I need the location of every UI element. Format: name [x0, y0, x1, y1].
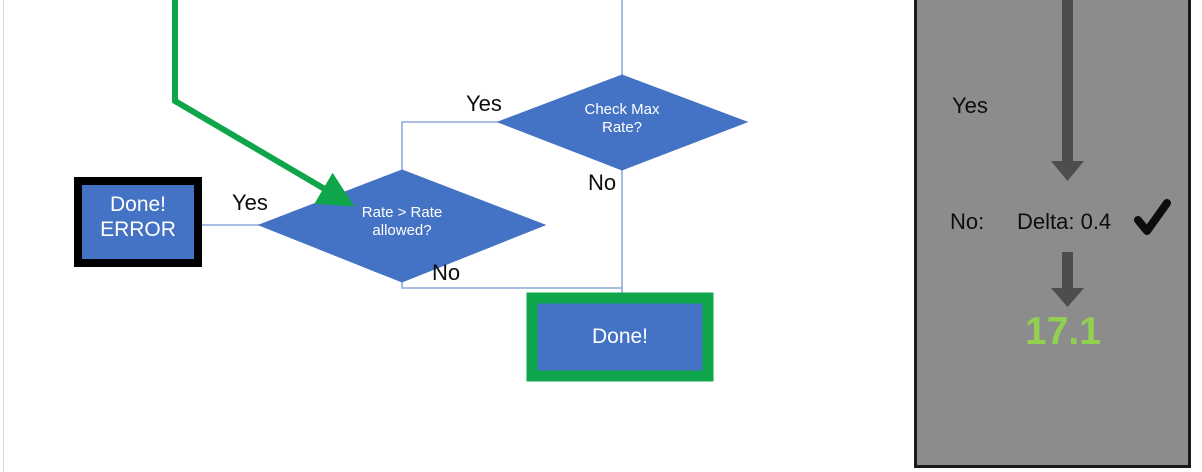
check-mark-icon [1134, 199, 1171, 235]
node-rate-gt-rate-allowed[interactable] [257, 169, 547, 283]
connector-no-rate-allowed [401, 282, 622, 289]
edge-label-no-check-max-rate: No [588, 170, 617, 195]
node-done-error[interactable] [74, 177, 202, 267]
edge-label-yes-check-max-rate: Yes [466, 91, 502, 116]
panel-row-yes-label: Yes [952, 93, 988, 118]
panel-result-value: 17.1 [1025, 310, 1101, 353]
panel-arrows [1051, 0, 1171, 307]
panel-arrow-bottom-icon [1051, 252, 1084, 307]
status-panel: Yes No: Delta: 0.4 17.1 [914, 0, 1191, 468]
panel-row-delta-label: Delta: 0.4 [1017, 209, 1112, 234]
panel-arrow-top-icon [1051, 0, 1084, 181]
active-path-highlight [172, 0, 355, 207]
flowchart-diagram [74, 0, 749, 382]
node-done[interactable] [526, 292, 714, 382]
node-check-max-rate[interactable] [496, 74, 749, 171]
connector-yes-check-max-rate [401, 121, 498, 170]
slide-left-edge [3, 0, 4, 472]
panel-row-no-label: No: [950, 209, 985, 234]
edge-label-no-rate-allowed: No [432, 260, 461, 285]
edge-label-yes-rate-allowed: Yes [232, 190, 268, 215]
